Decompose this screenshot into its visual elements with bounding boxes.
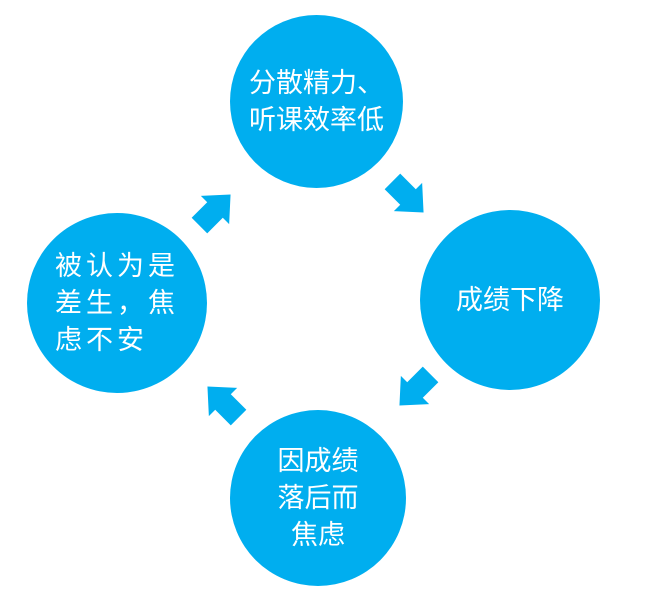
arrow-left-to-top: [185, 180, 245, 240]
node-text-line: 焦虑: [291, 519, 345, 551]
node-text-line: 分散精力、: [249, 67, 384, 99]
arrow-right-to-bottom: [385, 360, 445, 420]
node-text-line: 差生，焦: [55, 287, 179, 319]
node-grades-drop: 成绩下降: [420, 210, 600, 390]
arrow-bottom-to-left: [193, 372, 253, 432]
node-text-line: 因成绩: [277, 445, 359, 477]
node-text-line: 被认为是: [55, 250, 179, 282]
node-distracted: 分散精力、听课效率低: [230, 15, 403, 188]
node-text-line: 虑不安: [55, 324, 148, 356]
node-text-line: 听课效率低: [249, 104, 384, 136]
node-text-line: 落后而: [277, 482, 359, 514]
node-text-line: 成绩下降: [456, 284, 564, 316]
node-labeled-poor-student: 被认为是差生，焦虑不安: [27, 213, 207, 393]
node-anxious-behind: 因成绩落后而焦虑: [230, 410, 406, 586]
arrow-top-to-right: [378, 167, 438, 227]
